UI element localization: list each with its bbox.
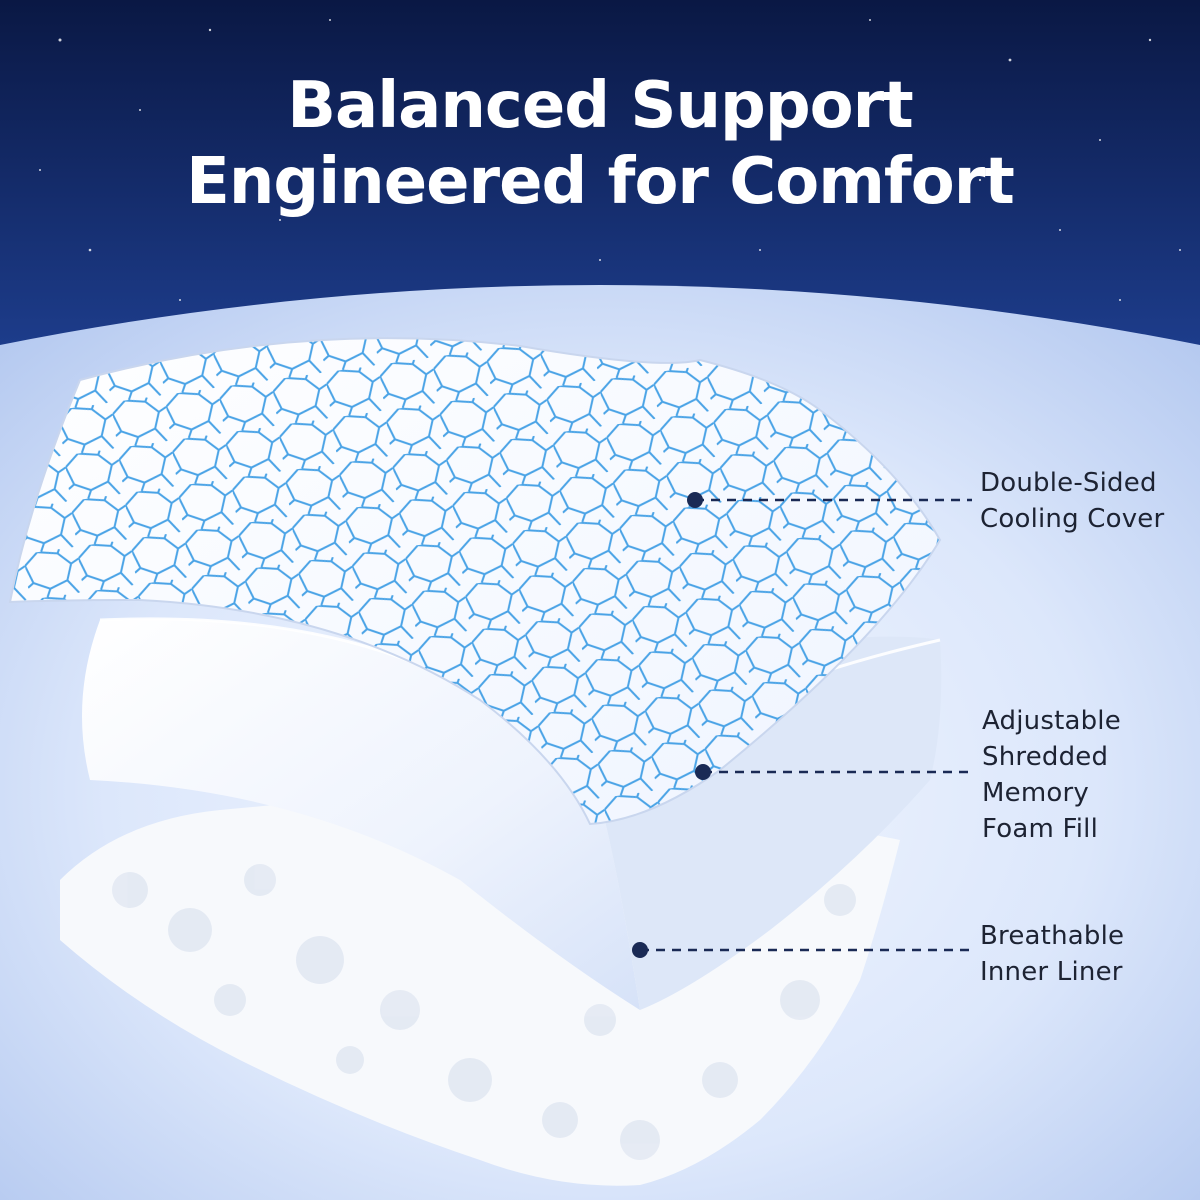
callout-text: Cooling Cover xyxy=(980,504,1165,534)
cover-marker-dot xyxy=(687,492,703,508)
callout-text: Breathable xyxy=(980,921,1125,951)
callout-text: Foam Fill xyxy=(982,814,1098,844)
callout-text: Adjustable xyxy=(982,706,1121,736)
callout-text: Memory xyxy=(982,778,1089,808)
headline-line-2: Engineered for Comfort xyxy=(186,145,1015,219)
fill-marker-dot xyxy=(695,764,711,780)
callout-foam-fill: Adjustable Shredded Memory Foam Fill xyxy=(982,703,1121,847)
callout-text: Inner Liner xyxy=(980,957,1123,987)
headline-line-1: Balanced Support xyxy=(287,69,914,143)
callout-inner-liner: Breathable Inner Liner xyxy=(980,918,1124,990)
headline: Balanced Support Engineered for Comfort xyxy=(0,68,1200,220)
callout-text: Shredded xyxy=(982,742,1109,772)
callout-text: Double-Sided xyxy=(980,468,1157,498)
liner-marker-dot xyxy=(632,942,648,958)
callout-cooling-cover: Double-Sided Cooling Cover xyxy=(980,465,1164,537)
